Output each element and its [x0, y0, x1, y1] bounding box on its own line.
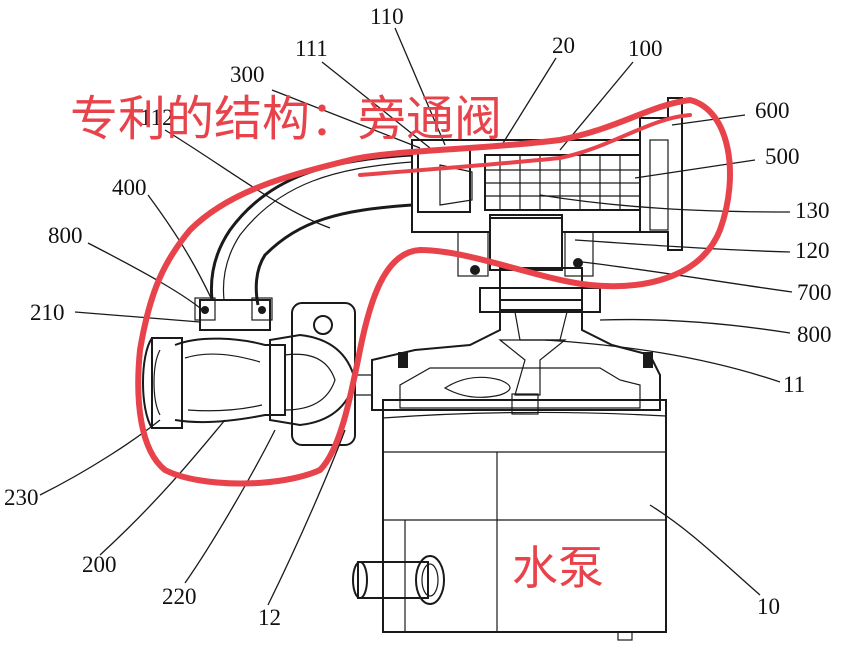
red-annotation-layer: 专利的结构：旁通阀 水泵	[70, 91, 733, 595]
label-300: 300	[230, 62, 265, 87]
label-600: 600	[755, 98, 790, 123]
label-12: 12	[258, 605, 281, 630]
label-400: 400	[112, 175, 147, 200]
label-11: 11	[783, 372, 805, 397]
label-230: 230	[4, 485, 39, 510]
label-20: 20	[552, 33, 575, 58]
label-120: 120	[795, 238, 830, 263]
bypass-valve-highlight-loop	[135, 97, 733, 487]
leader-lines	[39, 27, 793, 606]
annotation-pump: 水泵	[512, 541, 604, 595]
part-labels: 110 111 20 100 300 112 600 500 400 130 8…	[4, 4, 832, 630]
label-700: 700	[797, 280, 832, 305]
label-200: 200	[82, 552, 117, 577]
label-800-right: 800	[797, 322, 832, 347]
label-210: 210	[30, 300, 65, 325]
pump-head	[371, 309, 661, 415]
end-cap-flange	[639, 97, 683, 251]
pump-body	[382, 399, 667, 641]
bypass-valve-body	[194, 297, 273, 331]
label-100: 100	[628, 36, 663, 61]
inlet-pipe	[142, 337, 286, 429]
label-800-left: 800	[48, 223, 83, 248]
label-500: 500	[765, 144, 800, 169]
label-111: 111	[295, 36, 328, 61]
label-220: 220	[162, 584, 197, 609]
label-10: 10	[757, 594, 780, 619]
annotation-title: 专利的结构：旁通阀	[70, 91, 502, 147]
pump-neck	[479, 267, 601, 341]
label-130: 130	[795, 198, 830, 223]
label-112: 112	[140, 105, 174, 130]
pump-outlet-pipe	[352, 555, 445, 605]
bypass-valve-highlight-inner	[358, 113, 692, 177]
label-110: 110	[370, 4, 404, 29]
